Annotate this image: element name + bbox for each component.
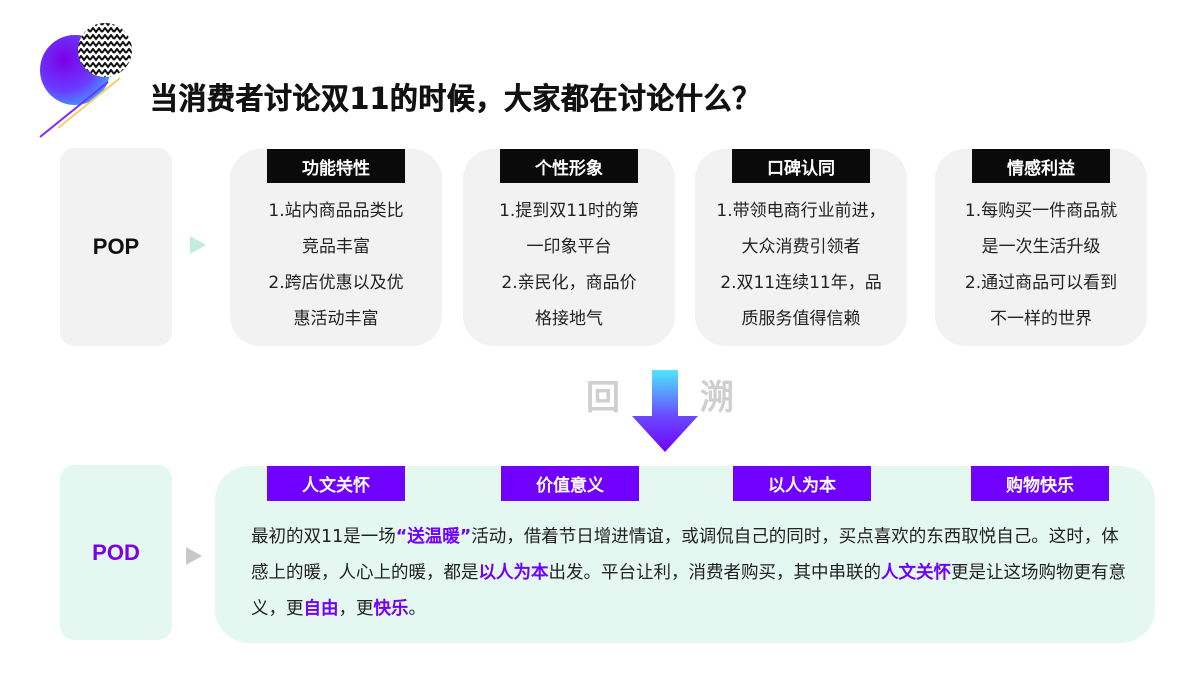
pop-card-image: 个性形象 1.提到双11时的第 一印象平台 2.亲民化，商品价 格接地气 xyxy=(463,149,675,346)
highlight-text: 以人为本 xyxy=(478,563,549,583)
pod-tag-value-meaning: 价值意义 xyxy=(501,466,639,501)
pod-panel: 人文关怀 价值意义 以人为本 购物快乐 最初的双11是一场“送温暖”活动，借着节… xyxy=(215,466,1155,643)
card-tag: 情感利益 xyxy=(972,149,1110,183)
card-line: 格接地气 xyxy=(535,309,603,329)
pod-triangle-icon xyxy=(186,547,202,565)
text-segment: ，更 xyxy=(338,599,374,619)
card-line: 1.每购买一件商品就 xyxy=(964,201,1118,221)
card-tag: 个性形象 xyxy=(500,149,638,183)
card-line: 是一次生活升级 xyxy=(981,237,1101,257)
pod-label: POD xyxy=(60,465,172,640)
pop-triangle-icon xyxy=(190,236,206,254)
highlight-text: 自由 xyxy=(303,599,339,619)
card-line: 2.双11连续11年，品 xyxy=(720,273,882,293)
pod-paragraph: 最初的双11是一场“送温暖”活动，借着节日增进情谊，或调侃自己的同时，买点喜欢的… xyxy=(251,519,1131,627)
pod-tag-humanistic-care: 人文关怀 xyxy=(267,466,405,501)
pop-label: POP xyxy=(60,148,172,346)
card-line: 质服务值得信赖 xyxy=(741,309,861,329)
text-segment: 活动，借着节日增进情谊，或调侃自己的同时，买点喜欢的东西取悦自己。这时，体感上的… xyxy=(251,527,1119,583)
highlight-text: 快乐 xyxy=(373,599,409,619)
card-line: 惠活动丰富 xyxy=(293,309,379,329)
pop-card-functional: 功能特性 1.站内商品品类比 竞品丰富 2.跨店优惠以及优 惠活动丰富 xyxy=(230,149,442,346)
card-body: 1.站内商品品类比 竞品丰富 2.跨店优惠以及优 惠活动丰富 xyxy=(230,193,442,337)
backtrack-transition: 回 溯 xyxy=(580,368,750,458)
card-tag: 功能特性 xyxy=(267,149,405,183)
down-arrow-icon xyxy=(632,370,698,452)
pod-tag-shopping-joy: 购物快乐 xyxy=(971,466,1109,501)
text-segment: 最初的双11是一场 xyxy=(251,527,396,547)
card-line: 1.站内商品品类比 xyxy=(268,201,404,221)
card-line: 2.通过商品可以看到 xyxy=(964,273,1118,293)
page-title: 当消费者讨论双11的时候，大家都在讨论什么？ xyxy=(150,82,761,117)
card-body: 1.带领电商行业前进， 大众消费引领者 2.双11连续11年，品 质服务值得信赖 xyxy=(695,193,907,337)
highlight-text: 人文关怀 xyxy=(881,563,951,583)
card-line: 2.跨店优惠以及优 xyxy=(268,273,404,293)
highlight-text: “送温暖” xyxy=(395,527,472,547)
pop-card-reputation: 口碑认同 1.带领电商行业前进， 大众消费引领者 2.双11连续11年，品 质服… xyxy=(695,149,907,346)
card-line: 一印象平台 xyxy=(526,237,612,257)
card-line: 2.亲民化，商品价 xyxy=(501,273,637,293)
card-line: 1.带领电商行业前进， xyxy=(716,201,886,221)
card-tag: 口碑认同 xyxy=(732,149,870,183)
decorative-logo-icon xyxy=(39,23,132,138)
card-line: 1.提到双11时的第 xyxy=(499,201,639,221)
card-line: 不一样的世界 xyxy=(990,309,1092,329)
card-line: 大众消费引领者 xyxy=(741,237,861,257)
card-line: 竞品丰富 xyxy=(302,237,370,257)
text-segment: 出发。平台让利，消费者购买，其中串联的 xyxy=(548,563,882,583)
text-segment: 更是让这场购物更有意义，更 xyxy=(251,563,1126,619)
text-segment: 。 xyxy=(408,599,427,619)
card-body: 1.提到双11时的第 一印象平台 2.亲民化，商品价 格接地气 xyxy=(463,193,675,337)
pod-tag-people-oriented: 以人为本 xyxy=(733,466,871,501)
card-body: 1.每购买一件商品就 是一次生活升级 2.通过商品可以看到 不一样的世界 xyxy=(935,193,1147,337)
pop-card-emotional: 情感利益 1.每购买一件商品就 是一次生活升级 2.通过商品可以看到 不一样的世… xyxy=(935,149,1147,346)
backtrack-right-char: 溯 xyxy=(700,378,734,418)
backtrack-left-char: 回 xyxy=(586,378,620,418)
